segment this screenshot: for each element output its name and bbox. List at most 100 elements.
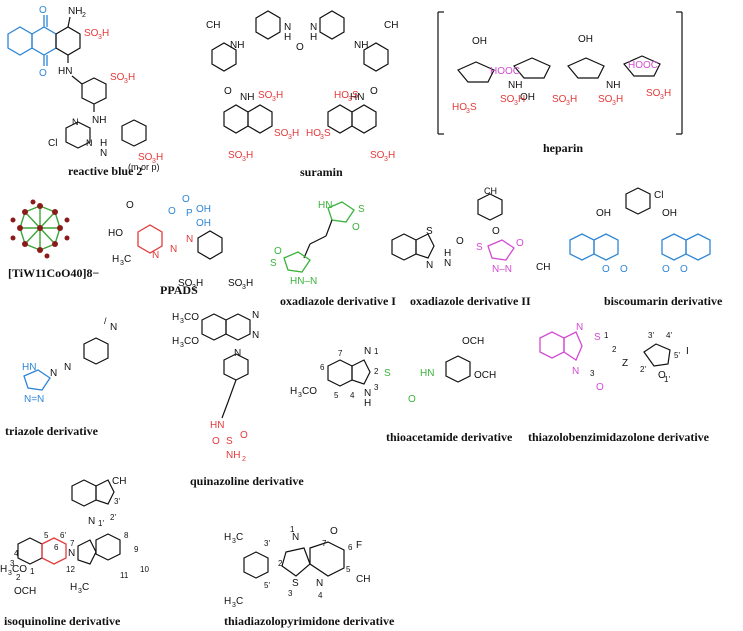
svg-text:O: O (39, 68, 47, 79)
svg-text:SO: SO (646, 88, 661, 99)
svg-text:2: 2 (82, 12, 86, 19)
svg-text:N: N (576, 322, 583, 333)
svg-text:O: O (182, 194, 190, 205)
svg-text:5: 5 (334, 391, 339, 400)
svg-text:N: N (310, 22, 317, 33)
svg-text:N: N (252, 310, 259, 321)
svg-text:O: O (596, 382, 604, 393)
svg-text:O: O (212, 436, 220, 447)
svg-text:N: N (86, 138, 93, 148)
svg-text:H: H (128, 72, 135, 83)
svg-text:C: C (82, 582, 89, 593)
svg-text:O: O (352, 222, 360, 233)
svg-text:3: 3 (348, 96, 352, 103)
thiadiazolopyrimidone-label: thiadiazolopyrimidone derivative (224, 614, 395, 628)
oxadiazole-2-label: oxadiazole derivative II (410, 294, 531, 308)
svg-text:N: N (170, 244, 177, 255)
svg-text:H: H (276, 90, 283, 101)
svg-text:2: 2 (16, 573, 21, 582)
oxadiazole-2-structure: CH O S N HN O S O N–N CH (391, 186, 550, 275)
svg-text:N: N (364, 388, 371, 399)
svg-text:5: 5 (346, 565, 351, 574)
triazole-label: triazole derivative (5, 424, 98, 438)
svg-text:10: 10 (140, 565, 149, 574)
svg-text:H: H (616, 94, 623, 105)
svg-text:Cl: Cl (654, 190, 663, 201)
reactive-blue-2-label: reactive blue 2 (68, 164, 143, 178)
svg-text:H: H (570, 94, 577, 105)
svg-text:S: S (384, 368, 391, 379)
svg-text:5': 5' (264, 581, 270, 590)
svg-text:H: H (224, 532, 231, 543)
svg-text:NH: NH (230, 40, 244, 51)
svg-text:O: O (126, 200, 134, 211)
svg-text:HOOC: HOOC (490, 66, 520, 77)
svg-text:1: 1 (374, 347, 379, 356)
svg-text:1: 1 (30, 567, 35, 576)
svg-text:3: 3 (98, 34, 102, 41)
polyoxometalate-label: [TiW11CoO40]8− (8, 266, 100, 280)
svg-text:NH: NH (92, 115, 106, 126)
svg-text:3: 3 (590, 369, 595, 378)
svg-text:Z: Z (622, 358, 628, 369)
svg-text:3: 3 (180, 342, 184, 349)
svg-text:4: 4 (318, 591, 323, 600)
svg-text:5': 5' (674, 351, 680, 360)
svg-text:H: H (112, 254, 119, 265)
svg-text:H: H (172, 336, 179, 347)
svg-text:4: 4 (350, 391, 355, 400)
svg-text:3: 3 (384, 156, 388, 163)
svg-text:C: C (236, 596, 243, 607)
svg-text:7: 7 (70, 539, 75, 548)
svg-text:12: 12 (66, 565, 75, 574)
svg-text:CH: CH (384, 20, 398, 31)
svg-text:CH: CH (484, 186, 497, 196)
svg-text:OH: OH (472, 36, 487, 47)
svg-text:HN: HN (350, 92, 364, 103)
svg-text:N: N (284, 22, 291, 33)
svg-text:HO: HO (306, 128, 321, 139)
svg-text:H: H (364, 398, 371, 409)
svg-text:S: S (426, 226, 433, 237)
svg-text:O: O (680, 264, 688, 275)
svg-text:N: N (100, 148, 107, 159)
svg-text:OH: OH (196, 218, 211, 229)
svg-text:5: 5 (44, 531, 49, 540)
svg-text:S: S (270, 258, 277, 269)
svg-text:SO: SO (84, 28, 99, 39)
svg-text:HN: HN (318, 200, 332, 211)
svg-text:H: H (224, 596, 231, 607)
svg-text:H: H (388, 150, 395, 161)
svg-text:NH: NH (68, 6, 82, 17)
svg-text:SO: SO (258, 90, 273, 101)
svg-text:NH: NH (226, 450, 240, 461)
svg-text:H: H (70, 582, 77, 593)
svg-text:O: O (620, 264, 628, 275)
svg-text:6: 6 (320, 363, 325, 372)
polyoxometalate-cluster (10, 199, 70, 259)
svg-text:HO: HO (334, 90, 349, 101)
svg-text:C: C (236, 532, 243, 543)
svg-text:4: 4 (14, 549, 19, 558)
svg-text:H: H (444, 248, 451, 259)
svg-text:3': 3' (648, 331, 654, 340)
svg-text:2: 2 (612, 345, 617, 354)
svg-text:OH: OH (520, 92, 535, 103)
svg-text:SO: SO (228, 278, 243, 289)
svg-text:SO: SO (138, 152, 153, 163)
oxadiazole-1-structure: S HN O S O HN–N (270, 200, 365, 287)
svg-text:7: 7 (338, 349, 343, 358)
svg-text:CO: CO (12, 564, 27, 575)
svg-text:11: 11 (120, 571, 129, 580)
svg-text:H: H (284, 32, 291, 43)
svg-text:Cl: Cl (48, 138, 57, 149)
svg-text:OCH: OCH (462, 336, 484, 347)
svg-text:HO: HO (108, 228, 123, 239)
svg-text:S: S (594, 332, 601, 343)
svg-text:O: O (662, 264, 670, 275)
svg-text:P: P (186, 208, 193, 219)
svg-text:N: N (50, 368, 57, 379)
svg-text:N: N (292, 532, 299, 543)
